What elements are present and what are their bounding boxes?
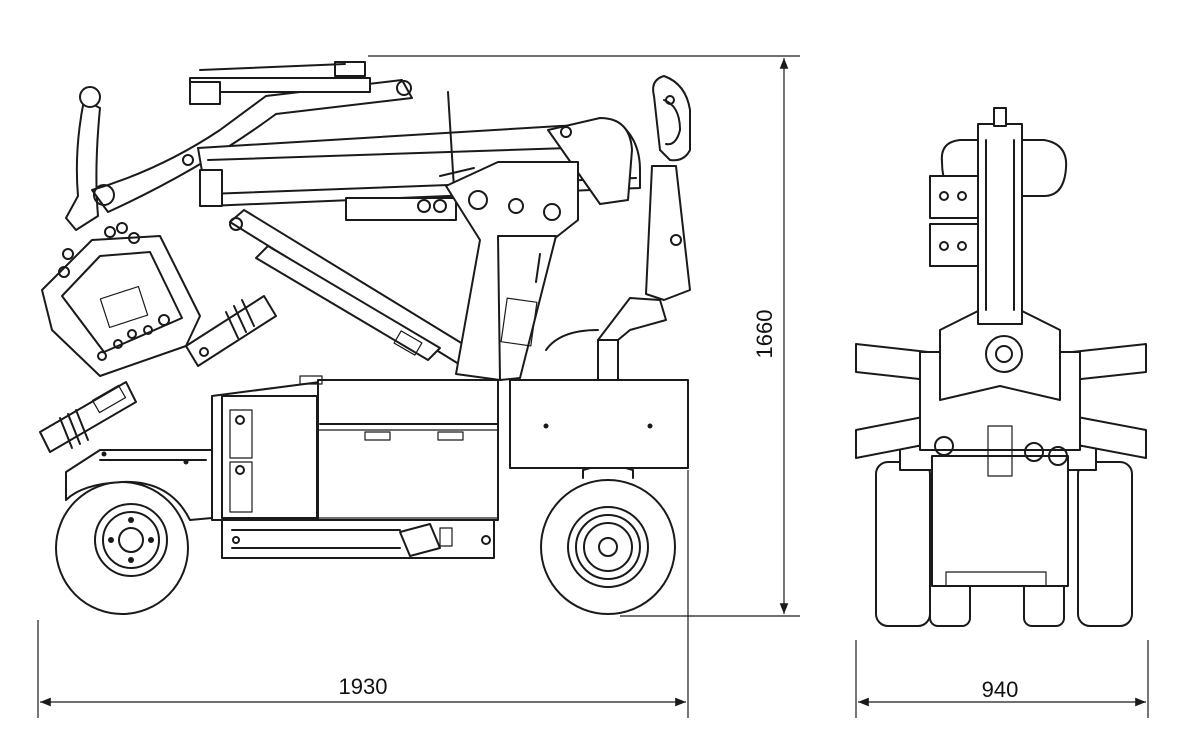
front-view	[855, 107, 1147, 627]
support-column	[445, 161, 579, 381]
side-height-label: 1660	[752, 310, 777, 359]
front-wheel	[540, 465, 676, 615]
front-width-label: 940	[982, 677, 1019, 702]
rear-outrigger	[39, 381, 137, 453]
front-jib	[545, 75, 691, 351]
middle-outrigger	[185, 295, 277, 367]
hydraulic-cylinder	[229, 209, 477, 367]
curved-arm	[65, 61, 413, 231]
chassis	[65, 339, 689, 559]
vacuum-frame	[41, 222, 201, 377]
side-view	[39, 61, 691, 615]
front-outrigger-right	[1071, 343, 1147, 459]
rear-wheel	[55, 481, 189, 615]
dimension-lines	[37, 55, 1149, 718]
side-length-label: 1930	[339, 674, 388, 699]
front-outrigger-left	[855, 343, 929, 459]
